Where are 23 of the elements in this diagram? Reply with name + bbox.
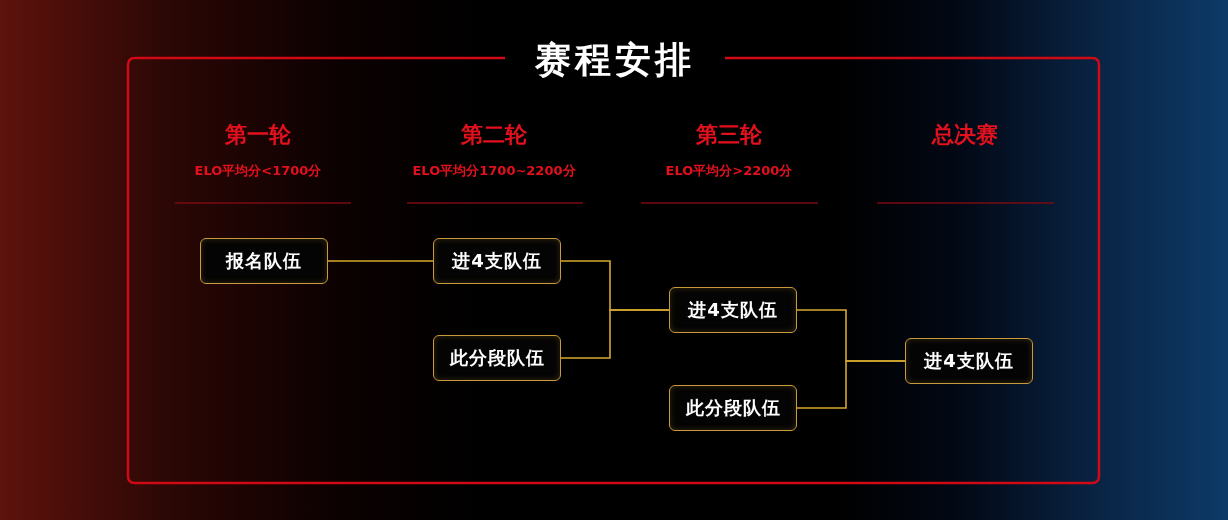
round-heading: 第三轮 bbox=[696, 121, 762, 149]
team-box bbox=[200, 238, 328, 284]
round-subtitle: ELO平均分1700~2200分 bbox=[412, 162, 576, 180]
team-label: 进4支队伍 bbox=[452, 249, 542, 273]
round-subtitle: ELO平均分<1700分 bbox=[194, 162, 322, 180]
round-subtitle: ELO平均分>2200分 bbox=[665, 162, 793, 180]
team-label: 进4支队伍 bbox=[924, 349, 1014, 373]
team-box bbox=[669, 385, 797, 431]
connector-line bbox=[796, 360, 906, 409]
team-box bbox=[905, 338, 1033, 384]
team-box bbox=[433, 335, 561, 381]
connector-line bbox=[560, 309, 670, 359]
team-label: 此分段队伍 bbox=[449, 346, 545, 370]
team-box bbox=[669, 287, 797, 333]
team-label: 报名队伍 bbox=[226, 249, 302, 273]
connector-line bbox=[327, 260, 434, 262]
round-heading: 第二轮 bbox=[461, 121, 527, 149]
team-label: 此分段队伍 bbox=[685, 396, 781, 420]
team-box bbox=[433, 238, 561, 284]
team-label: 进4支队伍 bbox=[688, 298, 778, 322]
round-heading: 总决赛 bbox=[932, 121, 998, 149]
title: 赛程安排 bbox=[535, 37, 695, 82]
round-heading: 第一轮 bbox=[225, 121, 291, 149]
